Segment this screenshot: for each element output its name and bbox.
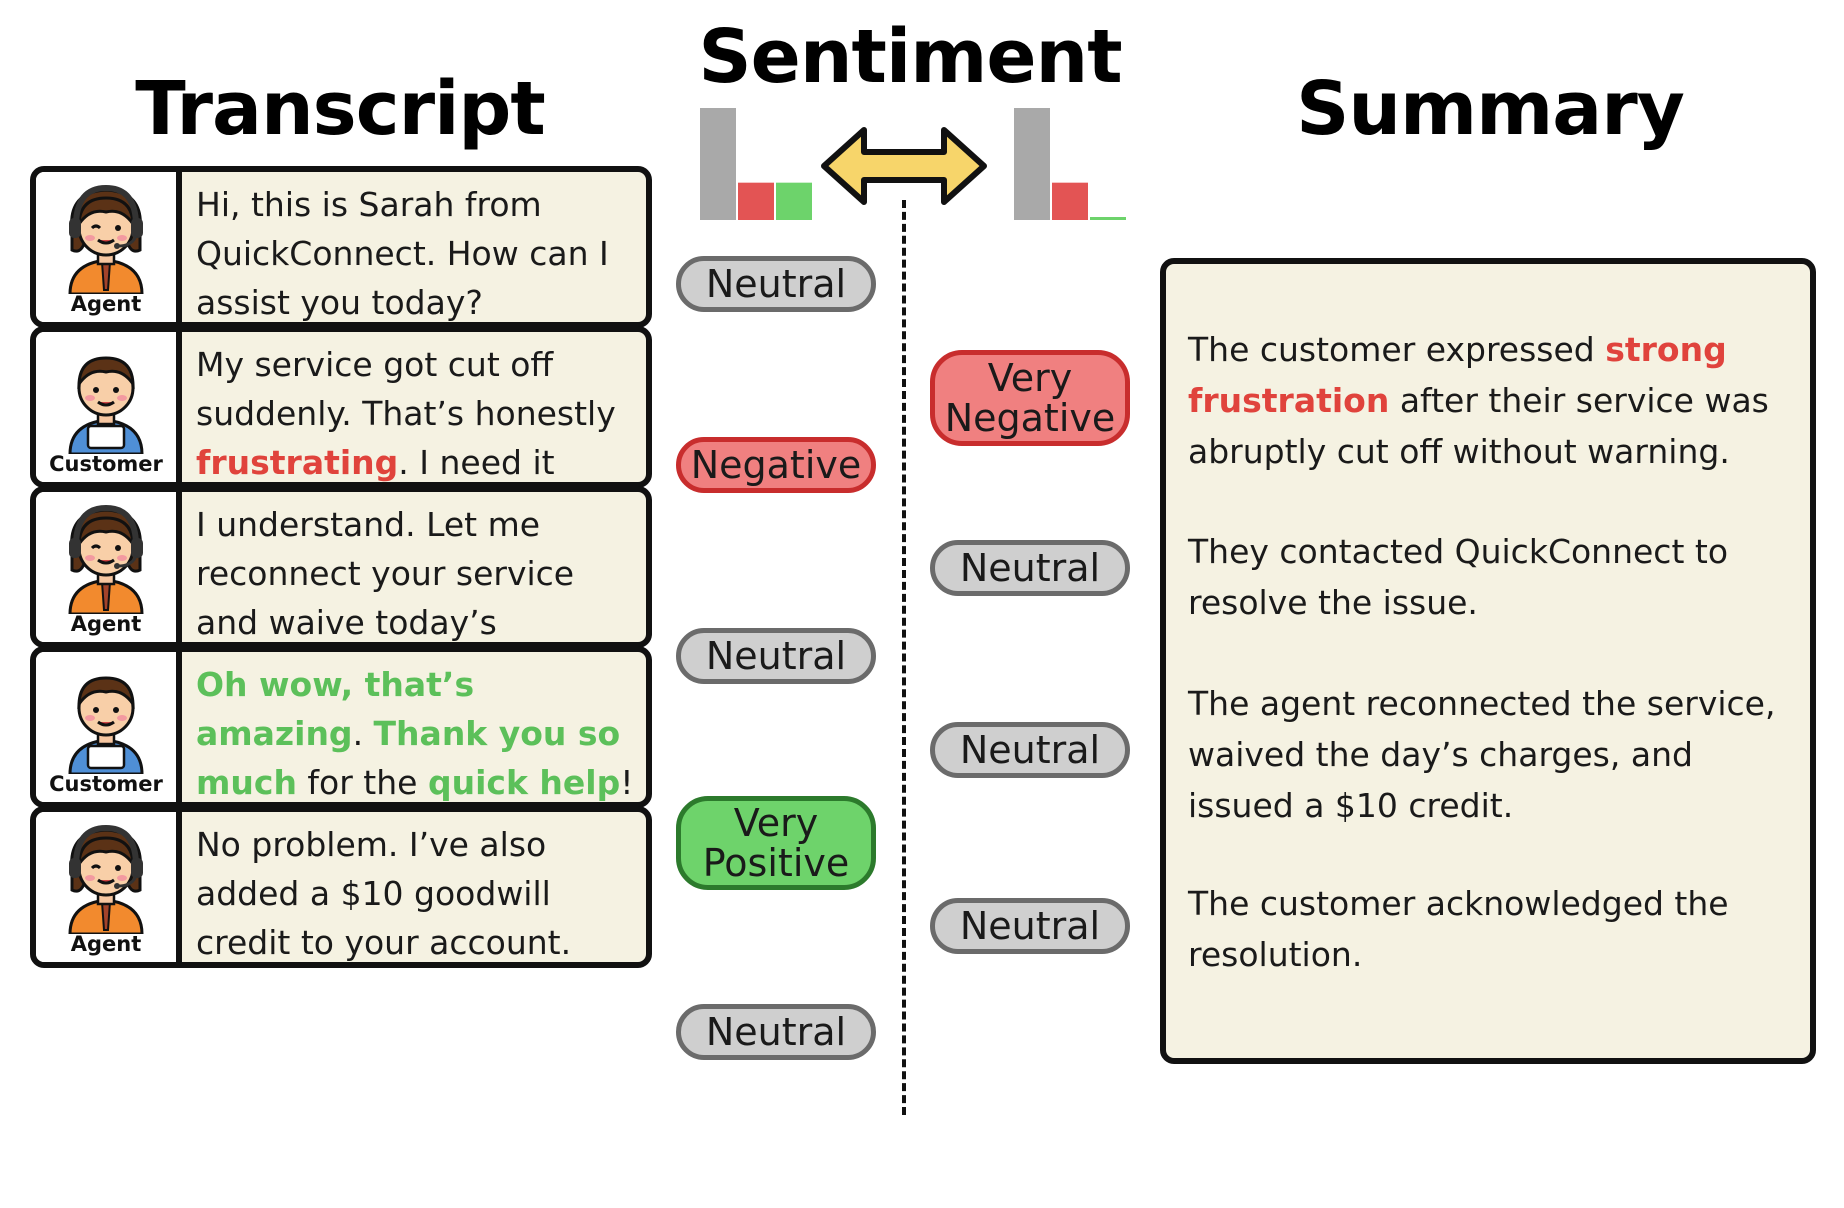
negative-highlight: frustrating <box>196 443 399 482</box>
agent-avatar: Agent <box>36 492 182 642</box>
transcript-message-card: Agent Hi, this is Sarah from QuickConnect… <box>30 166 652 328</box>
message-text: No problem. I’ve also added a $10 goodwi… <box>196 820 636 962</box>
transcript-heading: Transcript <box>135 66 546 152</box>
text-segment: for the <box>296 763 428 802</box>
positive-highlight: Oh wow, that’s amazing <box>196 665 475 753</box>
speaker-label: Customer <box>49 452 163 476</box>
negative-highlight: strong frustration <box>1188 330 1727 420</box>
customer-avatar: Customer <box>36 332 182 482</box>
transcript-message-card: Agent I understand. Let me reconnect your… <box>30 486 652 648</box>
sentiment-badge-positive: Very Positive <box>676 796 876 890</box>
sentiment-label: Neutral <box>959 728 1101 772</box>
bar-neutral <box>1014 108 1050 220</box>
text-segment: . <box>352 714 374 753</box>
sentiment-badge-neutral: Neutral <box>676 256 876 312</box>
sentiment-label: Neutral <box>959 546 1101 590</box>
summary-paragraph: The customer acknowledged the resolution… <box>1188 878 1796 980</box>
transcript-sentiment-chart <box>700 108 812 220</box>
message-text: I understand. Let me reconnect your serv… <box>196 500 636 642</box>
text-segment: No problem. I’ve also added a $10 goodwi… <box>196 825 572 962</box>
text-segment: My service got cut off suddenly. That’s … <box>196 345 616 433</box>
summary-paragraph: The customer expressed strong frustratio… <box>1188 324 1796 477</box>
text-segment: Hi, this is Sarah from QuickConnect. How… <box>196 185 609 322</box>
summary-box: The customer expressed strong frustratio… <box>1160 258 1816 1064</box>
message-text: My service got cut off suddenly. That’s … <box>196 340 636 482</box>
text-segment: ! <box>620 763 634 802</box>
sentiment-heading: Sentiment <box>698 14 1122 100</box>
sentiment-badge-neutral: Neutral <box>930 722 1130 778</box>
bar-positive <box>776 182 812 220</box>
sentiment-label: Neutral <box>705 1010 847 1054</box>
dashed-divider <box>902 200 906 1115</box>
text-segment: . I need it fixed. <box>398 443 555 482</box>
text-segment: They contacted QuickConnect to resolve t… <box>1188 532 1729 622</box>
double-headed-arrow-icon <box>821 127 987 205</box>
text-segment: after their service was abruptly cut off… <box>1188 381 1769 471</box>
speaker-label: Agent <box>70 612 142 636</box>
summary-paragraph: The agent reconnected the service, waive… <box>1188 678 1796 831</box>
text-segment: The customer expressed <box>1188 330 1606 369</box>
transcript-message-card: Customer Oh wow, that’s amazing. Thank yo… <box>30 646 652 808</box>
transcript-message-card: Agent No problem. I’ve also added a $10 g… <box>30 806 652 968</box>
message-text: Oh wow, that’s amazing. Thank you so muc… <box>196 660 636 802</box>
bar-negative <box>738 182 774 220</box>
sentiment-badge-neutral: Neutral <box>676 628 876 684</box>
bar-negative <box>1052 182 1088 220</box>
text-segment: The customer acknowledged the resolution… <box>1188 884 1729 974</box>
customer-avatar: Customer <box>36 652 182 802</box>
sentiment-label: Very Positive <box>702 801 850 885</box>
bar-neutral <box>700 108 736 220</box>
sentiment-label: Very Negative <box>944 356 1116 440</box>
sentiment-badge-negative: Negative <box>676 437 876 493</box>
transcript-message-card: Customer My service got cut off suddenly.… <box>30 326 652 488</box>
bar-positive <box>1090 217 1126 220</box>
agent-avatar: Agent <box>36 172 182 322</box>
sentiment-badge-negative: Very Negative <box>930 350 1130 446</box>
positive-highlight: Thank you so much <box>196 714 621 802</box>
summary-heading: Summary <box>1296 66 1685 152</box>
speaker-label: Customer <box>49 772 163 796</box>
text-segment: The agent reconnected the service, waive… <box>1188 684 1776 825</box>
text-segment: I understand. Let me reconnect your serv… <box>196 505 575 642</box>
sentiment-badge-neutral: Neutral <box>676 1004 876 1060</box>
sentiment-label: Neutral <box>959 904 1101 948</box>
summary-paragraph: They contacted QuickConnect to resolve t… <box>1188 526 1796 628</box>
speaker-label: Agent <box>70 932 142 956</box>
sentiment-badge-neutral: Neutral <box>930 540 1130 596</box>
sentiment-label: Negative <box>690 443 862 487</box>
sentiment-badge-neutral: Neutral <box>930 898 1130 954</box>
message-text: Hi, this is Sarah from QuickConnect. How… <box>196 180 636 322</box>
speaker-label: Agent <box>70 292 142 316</box>
agent-avatar: Agent <box>36 812 182 962</box>
summary-sentiment-chart <box>1014 108 1126 220</box>
sentiment-label: Neutral <box>705 634 847 678</box>
sentiment-label: Neutral <box>705 262 847 306</box>
positive-highlight: quick help <box>427 763 621 802</box>
